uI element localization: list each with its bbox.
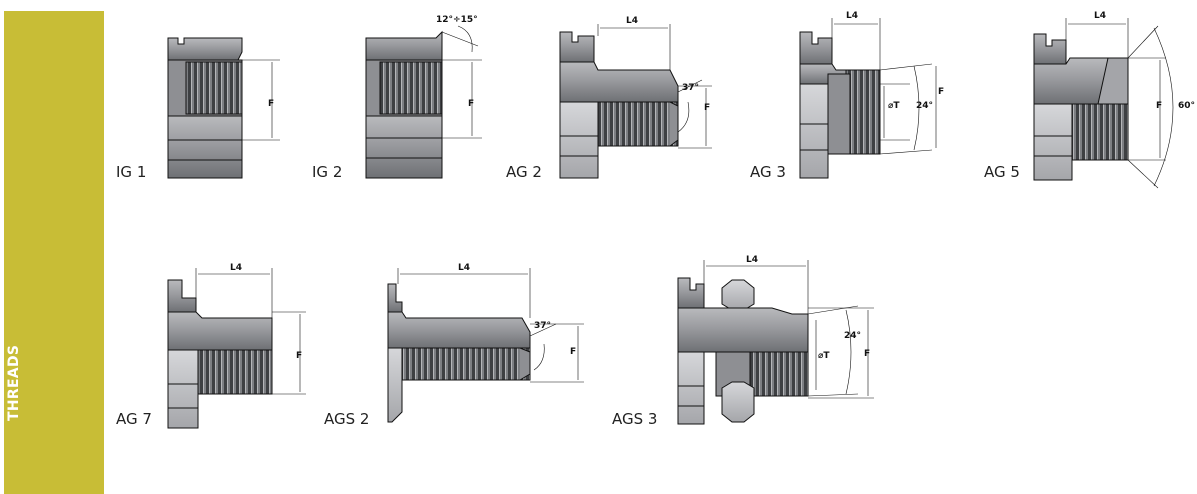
fitting-ags2: L4 37° F AGS 2 xyxy=(322,262,592,436)
fitting-ag7: L4 F AG 7 xyxy=(110,258,320,436)
ag3-drawing: L4 ⌀T 24° F xyxy=(799,11,944,179)
ag7-drawing: L4 F xyxy=(167,263,306,429)
ag5-f-label: F xyxy=(1156,101,1162,111)
fitting-ig1: F IG 1 xyxy=(110,20,300,190)
ig2-drawing: 12°÷15° F xyxy=(365,15,482,179)
ig2-code: IG 2 xyxy=(312,163,343,181)
ag5-drawing: L4 F 60° xyxy=(1033,11,1195,189)
ag2-angle-label: 37° xyxy=(682,83,699,93)
sidebar-band: THREADS xyxy=(4,11,104,494)
ags2-code: AGS 2 xyxy=(324,410,370,428)
ag2-f-label: F xyxy=(704,103,710,113)
fitting-ag2: L4 37° F AG 2 xyxy=(502,6,732,192)
ag2-drawing: L4 37° F xyxy=(559,16,712,179)
ags3-drawing: L4 ⌀T 24° F xyxy=(677,255,874,425)
ags2-f-label: F xyxy=(570,347,576,357)
ags2-angle-label: 37° xyxy=(534,321,551,331)
ag5-l4-label: L4 xyxy=(1094,11,1106,21)
ag2-l4-label: L4 xyxy=(626,16,638,26)
fitting-ig2: 12°÷15° F IG 2 xyxy=(308,12,508,192)
ag5-angle-label: 60° xyxy=(1178,101,1195,111)
ags3-t-label: ⌀T xyxy=(818,351,830,361)
ig1-code: IG 1 xyxy=(116,163,147,181)
ag3-angle-label: 24° xyxy=(916,101,933,111)
ig2-f-label: F xyxy=(468,99,474,109)
ags3-code: AGS 3 xyxy=(612,410,658,428)
ags3-angle-label: 24° xyxy=(844,331,861,341)
ag3-t-label: ⌀T xyxy=(888,101,900,111)
ag7-f-label: F xyxy=(296,351,302,361)
ags3-f-label: F xyxy=(864,349,870,359)
fitting-ags3: L4 ⌀T 24° F AGS 3 xyxy=(612,248,892,436)
ag3-l4-label: L4 xyxy=(846,11,858,21)
ag7-code: AG 7 xyxy=(116,410,152,428)
ags2-drawing: L4 37° F xyxy=(387,263,584,423)
ag3-f-label: F xyxy=(938,87,944,97)
ag5-code: AG 5 xyxy=(984,163,1020,181)
ig1-f-label: F xyxy=(268,99,274,109)
sidebar-label: THREADS xyxy=(6,344,22,421)
fitting-ag3: L4 ⌀T 24° F AG 3 xyxy=(746,4,966,192)
ig2-angle-label: 12°÷15° xyxy=(436,15,478,25)
ags2-l4-label: L4 xyxy=(458,263,470,273)
ag3-code: AG 3 xyxy=(750,163,786,181)
ig1-drawing: F xyxy=(167,37,280,179)
ags3-l4-label: L4 xyxy=(746,255,758,265)
fitting-ag5: L4 F 60° AG 5 xyxy=(980,4,1195,192)
ag7-l4-label: L4 xyxy=(230,263,242,273)
ag2-code: AG 2 xyxy=(506,163,542,181)
